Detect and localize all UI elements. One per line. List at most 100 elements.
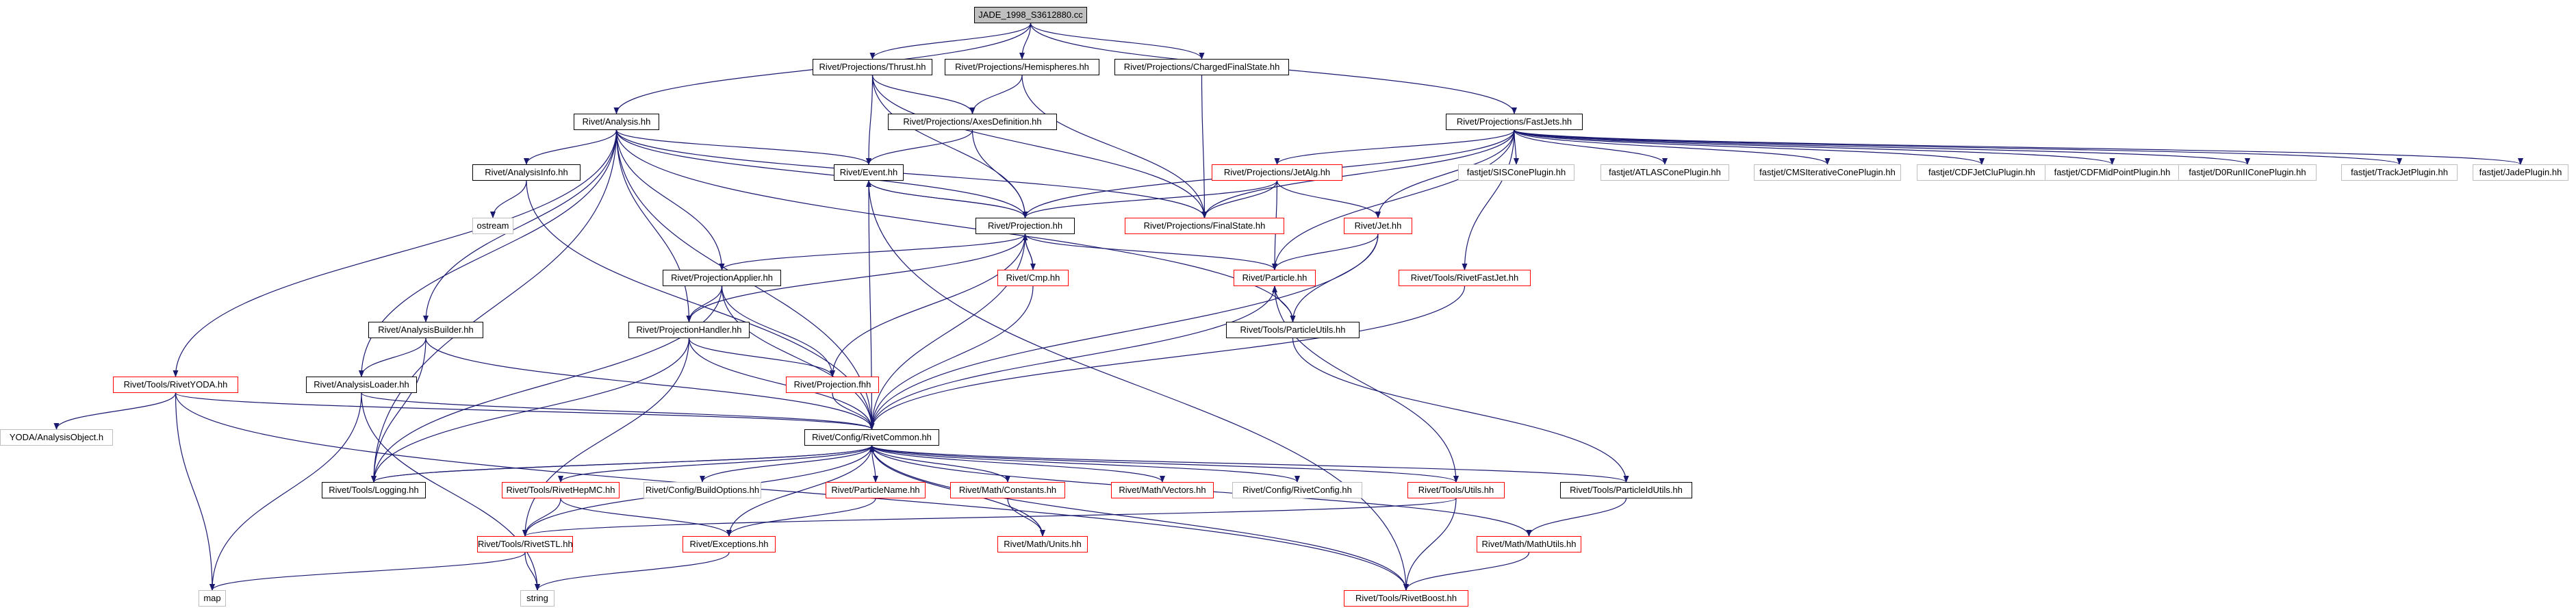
node-projection-hh[interactable]: Rivet/Projection.hh <box>975 218 1075 234</box>
node-d0-run-ii-cone-plugin-hh: fastjet/D0RunIIConePlugin.hh <box>2178 164 2317 181</box>
edge-cmp-to-projection <box>1022 233 1034 270</box>
edge-ryoda-to-yodaobj <box>53 392 177 430</box>
edge-hepmc-to-exceptions <box>560 498 732 537</box>
edge-particle-to-rutils <box>1274 285 1459 483</box>
node-rivet-yoda-hh[interactable]: Rivet/Tools/RivetYODA.hh <box>113 377 238 393</box>
edge-logging-to-common <box>373 445 875 483</box>
edge-common-to-rconfig <box>871 445 1300 483</box>
edge-analysis-to-finalstate <box>615 129 1208 218</box>
edge-hemi-to-finalstate <box>1021 75 1208 218</box>
edge-jet-to-common <box>869 233 1379 430</box>
edge-ryoda-to-common <box>175 392 875 430</box>
node-jet-alg-hh[interactable]: Rivet/Projections/JetAlg.hh <box>1212 164 1342 181</box>
edge-fastjets-to-particle <box>1272 129 1515 270</box>
node-projection-applier-hh[interactable]: Rivet/ProjectionApplier.hh <box>663 270 781 286</box>
edge-hemi-to-axes <box>969 75 1023 114</box>
edge-pidutils-to-mathutils <box>1526 498 1627 537</box>
node-hemispheres-hh[interactable]: Rivet/Projections/Hemispheres.hh <box>945 59 1099 75</box>
node-cmp-hh[interactable]: Rivet/Cmp.hh <box>997 270 1069 286</box>
edge-fastjets-to-trackjet <box>1514 129 2402 165</box>
edge-aloader-to-string <box>361 392 540 591</box>
node-particle-id-utils-hh[interactable]: Rivet/Tools/ParticleIdUtils.hh <box>1560 482 1692 498</box>
node-analysis-info-hh[interactable]: Rivet/AnalysisInfo.hh <box>472 164 581 181</box>
node-particle-hh[interactable]: Rivet/Particle.hh <box>1234 270 1316 286</box>
node-analysis-hh[interactable]: Rivet/Analysis.hh <box>574 114 659 130</box>
node-math-units-hh[interactable]: Rivet/Math/Units.hh <box>997 536 1088 552</box>
node-string: string <box>520 590 554 607</box>
edge-axes-to-projection <box>971 129 1028 218</box>
edge-projection-to-phandler <box>686 233 1026 322</box>
edge-analysis-to-ainfo <box>524 129 617 165</box>
edge-jet-to-particle <box>1272 233 1379 270</box>
edge-projection-to-papplier <box>719 233 1026 270</box>
edge-jetalg-to-projection <box>1022 180 1278 218</box>
node-logging-hh[interactable]: Rivet/Tools/Logging.hh <box>322 482 426 498</box>
node-fast-jets-hh[interactable]: Rivet/Projections/FastJets.hh <box>1446 114 1583 130</box>
edge-phandler-to-logging <box>371 338 690 483</box>
edge-cfs-to-finalstate <box>1201 75 1208 218</box>
edge-ainfo-to-ostream <box>490 180 527 218</box>
edge-putils-to-particle <box>1272 285 1294 322</box>
node-particle-name-hh[interactable]: Rivet/ParticleName.hh <box>826 482 926 498</box>
node-jade-1998-s3612880-cc[interactable]: JADE_1998_S3612880.cc <box>974 7 1087 23</box>
edge-papplier-to-common <box>721 285 875 430</box>
edge-fastjets-to-atlas <box>1514 129 1668 165</box>
node-exceptions-hh[interactable]: Rivet/Exceptions.hh <box>683 536 776 552</box>
edge-common-to-constants <box>871 445 1010 483</box>
edge-stl-to-map <box>209 552 526 591</box>
node-rivet-hepmc-hh[interactable]: Rivet/Tools/RivetHepMC.hh <box>502 482 620 498</box>
edge-ryoda-to-map <box>175 392 215 591</box>
edge-analysis-to-logging <box>371 129 617 483</box>
node-thrust-hh[interactable]: Rivet/Projections/Thrust.hh <box>813 59 932 75</box>
node-rivet-boost-hh[interactable]: Rivet/Tools/RivetBoost.hh <box>1344 590 1468 607</box>
node-rivet-fast-jet-hh[interactable]: Rivet/Tools/RivetFastJet.hh <box>1399 270 1531 286</box>
node-math-utils-hh[interactable]: Rivet/Math/MathUtils.hh <box>1477 536 1581 552</box>
node-analysis-loader-hh[interactable]: Rivet/AnalysisLoader.hh <box>306 377 417 393</box>
node-atlas-cone-plugin-hh: fastjet/ATLASConePlugin.hh <box>1601 164 1729 181</box>
edge-constants-to-units <box>1007 498 1045 537</box>
edge-analysis-to-papplier <box>615 129 725 270</box>
node-particle-utils-hh[interactable]: Rivet/Tools/ParticleUtils.hh <box>1226 322 1360 338</box>
node-math-vectors-hh[interactable]: Rivet/Math/Vectors.hh <box>1111 482 1214 498</box>
edge-jade-to-thrust <box>869 23 1032 60</box>
node-ostream: ostream <box>472 218 513 234</box>
edge-abuilder-to-logging <box>371 338 426 483</box>
edge-fastjets-to-cdfjet <box>1514 129 1985 165</box>
edge-papplier-to-pfhh <box>721 285 835 377</box>
node-event-hh[interactable]: Rivet/Event.hh <box>834 164 904 181</box>
edge-abuilder-to-common <box>425 338 875 430</box>
node-axes-definition-hh[interactable]: Rivet/Projections/AxesDefinition.hh <box>888 114 1057 130</box>
node-tools-utils-hh[interactable]: Rivet/Tools/Utils.hh <box>1407 482 1505 498</box>
node-rivet-stl-hh[interactable]: Rivet/Tools/RivetSTL.hh <box>477 536 573 552</box>
edge-papplier-to-phandler <box>686 285 723 322</box>
edge-fastjets-to-finalstate <box>1201 129 1515 218</box>
edge-event-to-boost <box>868 180 1409 591</box>
node-build-options-hh: Rivet/Config/BuildOptions.hh <box>643 482 761 498</box>
edge-aloader-to-common <box>361 392 875 430</box>
edge-fastjets-to-d0 <box>1514 129 2250 165</box>
edge-rutils-to-stl <box>522 498 1457 537</box>
node-track-jet-plugin-hh: fastjet/TrackJetPlugin.hh <box>2341 164 2458 181</box>
edge-thrust-to-finalstate <box>871 75 1208 218</box>
edge-analysis-to-ryoda <box>173 129 617 377</box>
edge-common-to-exceptions <box>726 445 873 537</box>
node-analysis-builder-hh[interactable]: Rivet/AnalysisBuilder.hh <box>368 322 483 338</box>
edge-phandler-to-stl <box>522 338 690 537</box>
edge-stl-to-string <box>524 552 540 591</box>
node-projection-fhh[interactable]: Rivet/Projection.fhh <box>786 377 879 393</box>
node-cdf-mid-point-plugin-hh: fastjet/CDFMidPointPlugin.hh <box>2045 164 2180 181</box>
edge-putils-to-pidutils <box>1292 338 1629 483</box>
node-projection-handler-hh[interactable]: Rivet/ProjectionHandler.hh <box>628 322 750 338</box>
node-rivet-common-hh[interactable]: Rivet/Config/RivetCommon.hh <box>804 429 939 446</box>
edge-projection-to-common <box>869 233 1026 430</box>
edge-common-to-buildopts <box>700 445 873 483</box>
edge-fastjets-to-rfastjet <box>1462 129 1515 270</box>
edge-fastjets-to-sis <box>1513 129 1519 165</box>
edge-analysis-to-event <box>615 129 871 165</box>
node-map: map <box>199 590 226 607</box>
node-charged-final-state-hh[interactable]: Rivet/Projections/ChargedFinalState.hh <box>1114 59 1289 75</box>
node-jet-hh[interactable]: Rivet/Jet.hh <box>1344 218 1412 234</box>
node-math-constants-hh[interactable]: Rivet/Math/Constants.hh <box>950 482 1065 498</box>
node-final-state-hh[interactable]: Rivet/Projections/FinalState.hh <box>1125 218 1284 234</box>
